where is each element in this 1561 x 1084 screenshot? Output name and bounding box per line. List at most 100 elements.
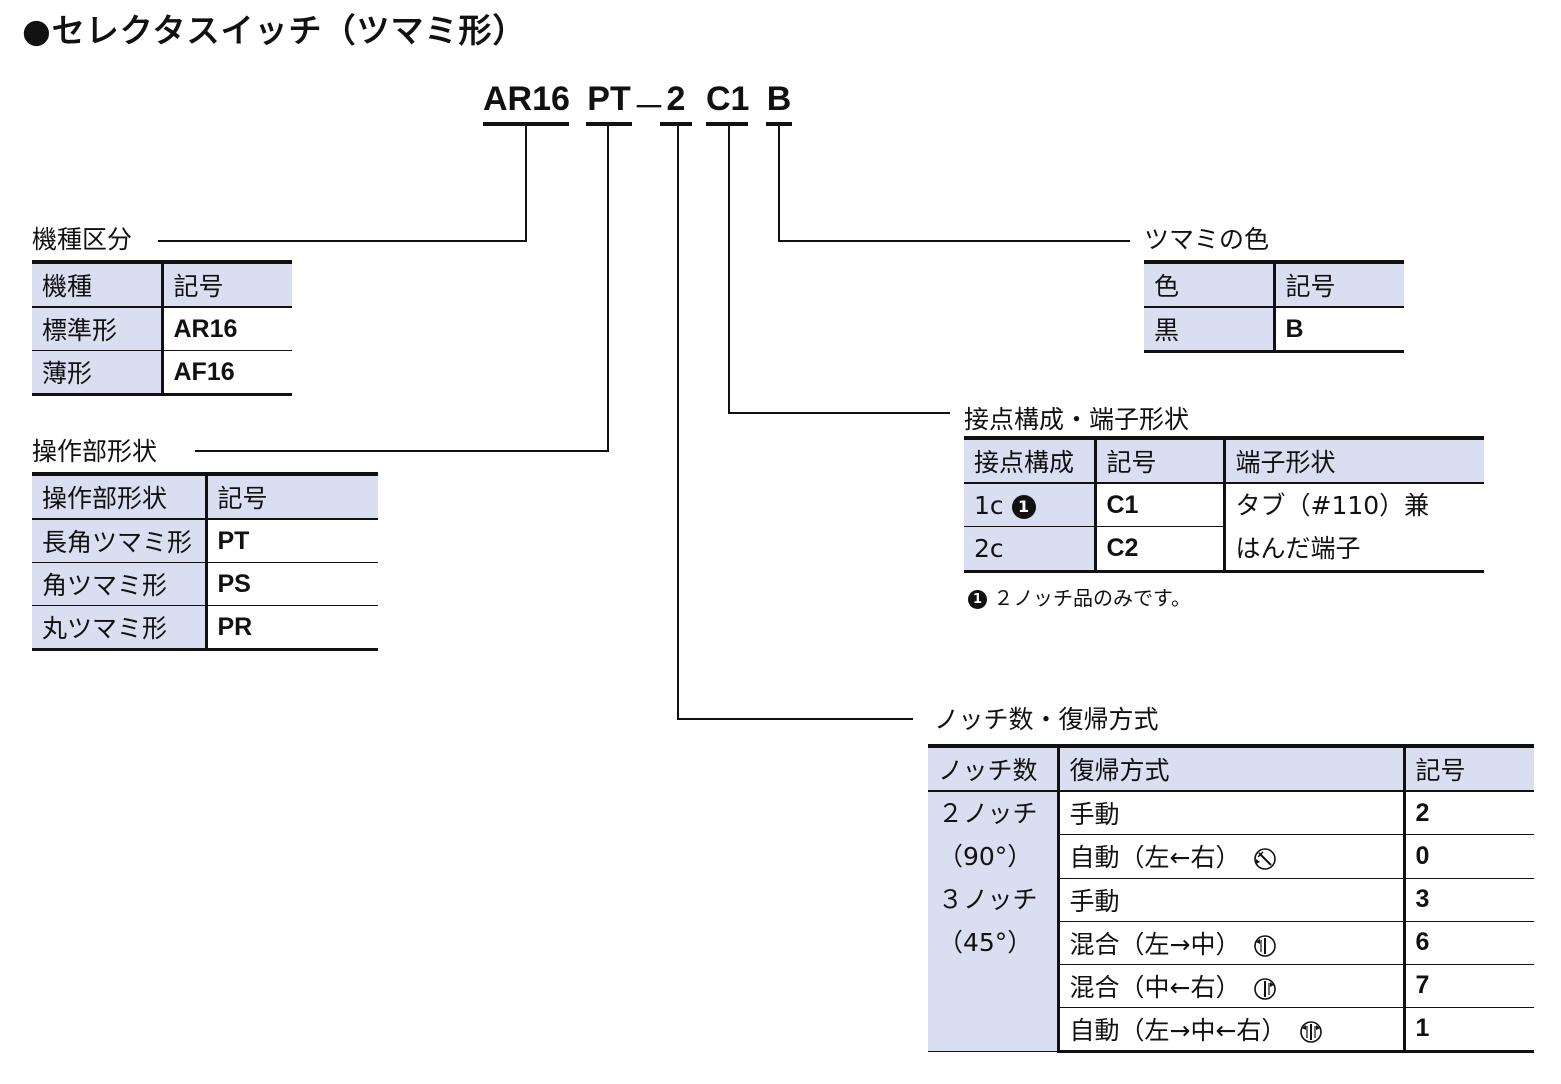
model-header-type: 機種 <box>32 260 162 308</box>
model-name: 薄形 <box>32 350 162 396</box>
leader-contact-horizontal <box>728 412 950 414</box>
color-name: 黒 <box>1144 307 1274 353</box>
color-section-label: ツマミの色 <box>1144 225 1270 254</box>
notch-header-code: 記号 <box>1402 744 1534 792</box>
notch-header-method: 復帰方式 <box>1056 744 1404 792</box>
leader-operator-vertical <box>607 126 609 452</box>
return-method: 手動 <box>1056 791 1404 836</box>
contact-config: 1c <box>974 490 1004 520</box>
notch-code: 0 <box>1402 834 1534 879</box>
contact-config: 2c <box>964 526 1095 573</box>
table-row: 角ツマミ形 PS <box>32 562 378 606</box>
contact-table: 接点構成 記号 端子形状 1c 1 C1 タブ（#110）兼 はんだ端子 2c … <box>964 436 1484 573</box>
table-row: ３ノッチ （45°） 手動 3 <box>928 878 1534 1052</box>
code-color: B <box>766 80 792 118</box>
operator-code: PT <box>204 519 378 563</box>
contact-header-code: 記号 <box>1093 436 1224 484</box>
table-row: 混合（左→中） 6 <box>928 921 1534 965</box>
table-row: 2c C2 <box>964 526 1484 573</box>
contact-code: C1 <box>1093 483 1224 528</box>
code-contact: C1 <box>706 80 750 118</box>
code-contact-underline <box>706 122 748 126</box>
terminal-line-1: タブ（#110）兼 <box>1235 491 1430 520</box>
model-section-label: 機種区分 <box>32 225 133 254</box>
note-marker-icon: 1 <box>968 590 987 609</box>
notch-code: 2 <box>1402 791 1534 836</box>
dial-return-center-from-left-icon <box>1254 934 1277 957</box>
color-table: 色 記号 黒 B <box>1144 260 1404 353</box>
table-row: 自動（左→中←右） 1 <box>928 1007 1534 1053</box>
color-header-code: 記号 <box>1272 260 1404 308</box>
contact-code: C2 <box>1093 526 1224 573</box>
notch-group-3: ３ノッチ （45°） <box>928 878 1058 1052</box>
table-row: ２ノッチ （90°） 手動 2 <box>928 791 1534 878</box>
operator-header-shape: 操作部形状 <box>32 472 206 520</box>
operator-code: PR <box>204 605 378 651</box>
model-table: 機種 記号 標準形 AR16 薄形 AF16 <box>32 260 292 396</box>
notch-count: ２ノッチ <box>938 799 1038 828</box>
dial-return-center-both-icon <box>1300 1020 1323 1043</box>
table-row: 黒 B <box>1144 307 1404 353</box>
leader-model-vertical <box>525 126 527 242</box>
leader-notch-vertical <box>677 126 679 720</box>
leader-color-vertical <box>778 126 780 242</box>
table-row: 丸ツマミ形 PR <box>32 605 378 651</box>
page-title: ●セレクタスイッチ（ツマミ形） <box>22 11 527 50</box>
notch-angle: （90°） <box>938 842 1033 871</box>
notch-code: 1 <box>1402 1007 1534 1053</box>
operator-header-code: 記号 <box>204 472 378 520</box>
code-model-underline <box>483 122 569 126</box>
notch-table: ノッチ数 復帰方式 記号 ２ノッチ （90°） 手動 2 自動（左←右） <box>928 744 1534 1053</box>
notch-header-count: ノッチ数 <box>928 744 1058 792</box>
table-row: 長角ツマミ形 PT <box>32 519 378 563</box>
color-code: B <box>1272 307 1404 353</box>
table-row: 標準形 AR16 <box>32 307 292 351</box>
table-row: 自動（左←右） 0 <box>928 834 1534 879</box>
notch-code: 7 <box>1402 964 1534 1008</box>
table-row: 混合（中←右） 7 <box>928 964 1534 1008</box>
notch-code: 6 <box>1402 921 1534 965</box>
operator-name: 丸ツマミ形 <box>32 605 206 651</box>
return-method: 手動 <box>1056 878 1404 922</box>
operator-code: PS <box>204 562 378 606</box>
contact-header-config: 接点構成 <box>964 436 1095 484</box>
table-row: 薄形 AF16 <box>32 350 292 396</box>
leader-operator-horizontal <box>195 450 609 452</box>
leader-notch-horizontal <box>677 718 913 720</box>
notch-group-2: ２ノッチ （90°） <box>928 791 1058 878</box>
return-method: 混合（中←右） <box>1056 964 1404 1008</box>
operator-section-label: 操作部形状 <box>32 437 158 466</box>
operator-name: 長角ツマミ形 <box>32 519 206 563</box>
return-method: 混合（左→中） <box>1056 921 1404 965</box>
code-dash: － <box>632 89 666 127</box>
notch-count: ３ノッチ <box>938 885 1038 914</box>
model-code: AF16 <box>160 350 292 396</box>
operator-table: 操作部形状 記号 長角ツマミ形 PT 角ツマミ形 PS 丸ツマミ形 PR <box>32 472 378 651</box>
operator-name: 角ツマミ形 <box>32 562 206 606</box>
table-row: 1c 1 C1 タブ（#110）兼 はんだ端子 <box>964 483 1484 573</box>
code-operator: PT <box>587 80 631 118</box>
return-method: 自動（左→中←右） <box>1056 1007 1404 1053</box>
color-header-color: 色 <box>1144 260 1274 308</box>
dial-return-left-icon <box>1254 848 1277 871</box>
return-method: 自動（左←右） <box>1056 834 1404 879</box>
code-color-underline <box>766 122 792 126</box>
code-model: AR16 <box>483 80 570 118</box>
notch-angle: （45°） <box>938 928 1033 957</box>
leader-contact-vertical <box>728 126 730 414</box>
model-code: AR16 <box>160 307 292 351</box>
contact-note-text: ２ノッチ品のみです。 <box>993 586 1191 610</box>
note-marker-icon: 1 <box>1011 494 1036 519</box>
code-notch: 2 <box>666 80 686 118</box>
contact-config-cell: 1c 1 <box>964 483 1095 528</box>
contact-note: 1 ２ノッチ品のみです。 <box>968 582 1191 611</box>
code-operator-underline <box>586 122 632 126</box>
terminal-line-2: はんだ端子 <box>1235 534 1361 563</box>
notch-section-label: ノッチ数・復帰方式 <box>934 705 1159 734</box>
leader-model-horizontal <box>158 240 527 242</box>
contact-section-label: 接点構成・端子形状 <box>964 405 1190 434</box>
code-notch-underline <box>660 122 692 126</box>
model-header-code: 記号 <box>160 260 292 308</box>
contact-header-terminal: 端子形状 <box>1222 436 1484 484</box>
leader-color-horizontal <box>778 240 1130 242</box>
